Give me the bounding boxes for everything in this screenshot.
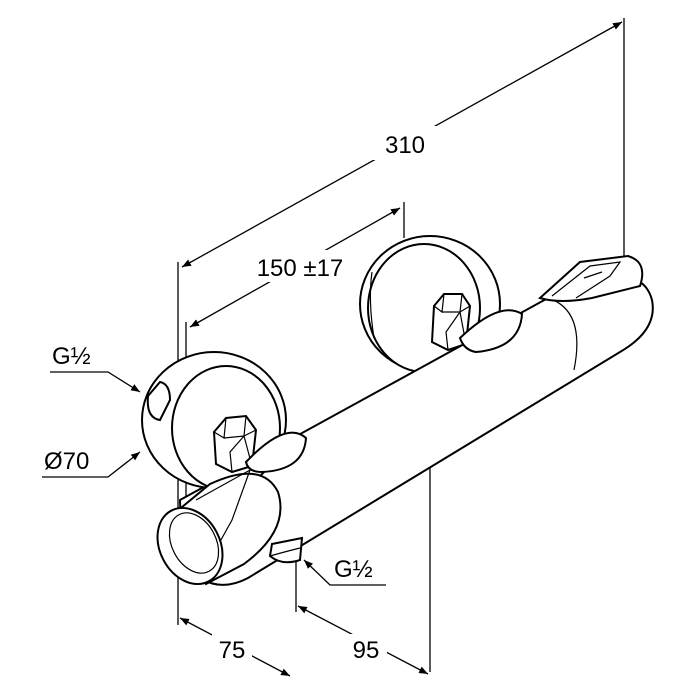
leader-rosette-diameter: Ø70 bbox=[42, 448, 141, 478]
dimension-310: 310 bbox=[181, 21, 623, 268]
dimension-150-label: 150 ±17 bbox=[257, 255, 344, 282]
dimension-310-label: 310 bbox=[385, 132, 425, 159]
left-rosette bbox=[141, 351, 308, 491]
dimension-150: 150 ±17 bbox=[189, 207, 401, 328]
dimension-95-label: 95 bbox=[353, 637, 380, 664]
rosette-diameter-label: Ø70 bbox=[44, 448, 89, 475]
dimension-95: 95 bbox=[297, 605, 429, 675]
left-handle bbox=[156, 468, 282, 586]
dimension-75: 75 bbox=[179, 617, 291, 677]
leader-outlet-thread: G½ bbox=[303, 556, 386, 586]
mixer-body bbox=[178, 254, 654, 586]
leader-inlet-thread: G½ bbox=[50, 343, 141, 393]
bottom-outlet bbox=[268, 536, 304, 564]
dimension-75-label: 75 bbox=[219, 637, 246, 664]
inlet-thread-label: G½ bbox=[52, 343, 91, 370]
outlet-thread-label: G½ bbox=[334, 556, 373, 583]
